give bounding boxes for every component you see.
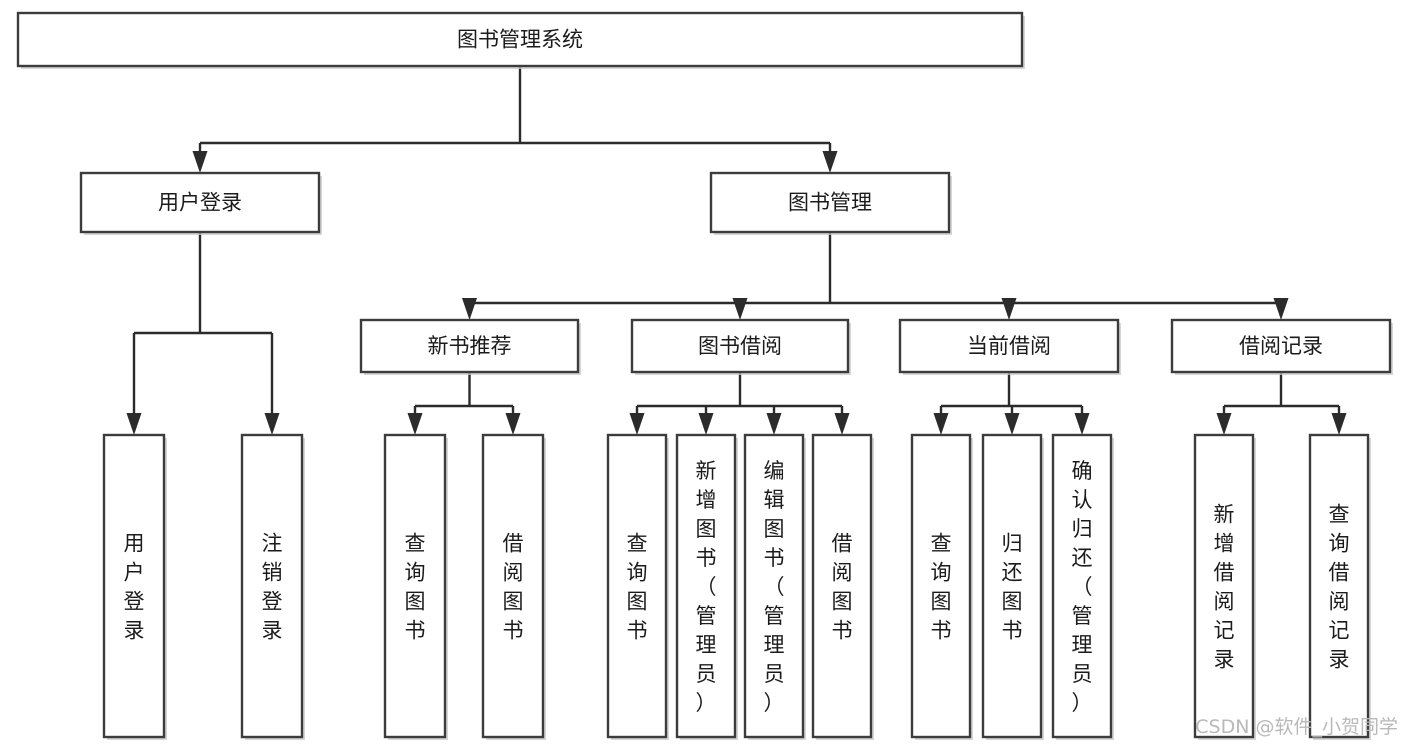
- node-box: [1170, 318, 1392, 374]
- node-n-return-book[interactable]: 归还图书: [981, 433, 1044, 740]
- connector-arrow-icon: [1273, 298, 1289, 320]
- node-label: 查询借阅记录: [1329, 503, 1350, 672]
- node-box: [981, 433, 1043, 739]
- connector-arrow-icon: [698, 413, 714, 435]
- node-n-user-logout[interactable]: 注销登录: [240, 433, 305, 740]
- node-label: 用户登录: [158, 191, 242, 215]
- connector-arrow-icon: [834, 413, 850, 435]
- node-box: [240, 433, 304, 739]
- node-box: [359, 318, 580, 374]
- node-label: 查询图书: [627, 532, 648, 643]
- node-n-root[interactable]: 图书管理系统: [16, 11, 1025, 69]
- node-n-borrow-record[interactable]: 借阅记录: [1170, 318, 1393, 375]
- node-label: 确认归还（管理员）: [1072, 459, 1093, 715]
- node-label: 图书管理系统: [457, 28, 583, 52]
- node-n-add-book-admin[interactable]: 新增图书（管理员）: [675, 433, 738, 740]
- node-box: [481, 433, 545, 739]
- connector-arrow-icon: [462, 298, 477, 320]
- node-n-query-book-1[interactable]: 查询图书: [383, 433, 448, 740]
- node-label: 新增图书（管理员）: [696, 459, 717, 715]
- node-label: 新增借阅记录: [1214, 503, 1235, 672]
- connector-arrow-icon: [1216, 413, 1232, 435]
- node-box: [630, 318, 850, 374]
- node-n-query-borrow-record[interactable]: 查询借阅记录: [1308, 433, 1371, 740]
- node-box: [898, 318, 1120, 374]
- node-n-confirm-return-admin[interactable]: 确认归还（管理员）: [1051, 433, 1114, 740]
- node-label: 图书管理: [788, 191, 872, 215]
- node-n-book-borrow[interactable]: 图书借阅: [630, 318, 851, 375]
- node-n-book-manage[interactable]: 图书管理: [709, 171, 952, 235]
- node-label: 当前借阅: [967, 334, 1051, 358]
- watermark-layer: CSDN @软件_小贺同学: [1195, 716, 1398, 738]
- node-label: 借阅图书: [832, 532, 853, 643]
- node-box: [16, 11, 1024, 68]
- connector-arrow-icon: [505, 413, 521, 435]
- connector-arrow-icon: [264, 413, 280, 435]
- node-n-new-book-rec[interactable]: 新书推荐: [359, 318, 581, 375]
- connector-arrow-icon: [732, 298, 748, 320]
- watermark: CSDN @软件_小贺同学: [1195, 716, 1398, 738]
- node-n-borrow-book-1[interactable]: 借阅图书: [481, 433, 546, 740]
- connector-arrow-icon: [822, 151, 838, 173]
- connector-arrow-icon: [1001, 298, 1017, 320]
- node-n-edit-book-admin[interactable]: 编辑图书（管理员）: [743, 433, 806, 740]
- node-label: 新书推荐: [428, 334, 512, 358]
- node-label: 注销登录: [262, 532, 283, 643]
- node-box: [709, 171, 951, 234]
- node-label: 查询图书: [931, 532, 952, 643]
- node-n-query-book-2[interactable]: 查询图书: [606, 433, 669, 740]
- connector-arrow-icon: [192, 151, 208, 173]
- connector-arrow-icon: [1004, 413, 1020, 435]
- node-box: [79, 171, 321, 234]
- connector-layer: [126, 66, 1347, 435]
- node-n-query-book-3[interactable]: 查询图书: [910, 433, 973, 740]
- node-n-user-login[interactable]: 用户登录: [79, 171, 322, 235]
- node-box: [743, 433, 805, 739]
- node-label: 用户登录: [124, 532, 145, 643]
- node-box: [1308, 433, 1370, 739]
- node-box: [675, 433, 737, 739]
- node-box: [1051, 433, 1113, 739]
- node-box: [811, 433, 873, 739]
- node-label: 查询图书: [405, 532, 426, 643]
- node-box: [606, 433, 668, 739]
- connector-arrow-icon: [766, 413, 782, 435]
- connector-arrow-icon: [126, 413, 142, 435]
- connector-arrow-icon: [407, 413, 423, 435]
- connector-arrow-icon: [629, 413, 645, 435]
- node-label: 借阅图书: [503, 532, 524, 643]
- node-n-current-borrow[interactable]: 当前借阅: [898, 318, 1121, 375]
- connector-arrow-icon: [933, 413, 949, 435]
- node-n-user-login-do[interactable]: 用户登录: [102, 433, 167, 740]
- node-layer: 图书管理系统用户登录用户登录注销登录图书管理新书推荐查询图书借阅图书图书借阅查询…: [16, 11, 1393, 740]
- node-n-add-borrow-record[interactable]: 新增借阅记录: [1193, 433, 1256, 740]
- node-box: [102, 433, 166, 739]
- node-box: [910, 433, 972, 739]
- connector-arrow-icon: [1331, 413, 1347, 435]
- node-box: [383, 433, 447, 739]
- connector-arrow-icon: [1074, 413, 1090, 435]
- node-box: [1193, 433, 1255, 739]
- node-label: 图书借阅: [698, 334, 782, 358]
- node-label: 归还图书: [1002, 532, 1023, 643]
- node-label: 借阅记录: [1239, 334, 1323, 358]
- node-n-borrow-book-2[interactable]: 借阅图书: [811, 433, 874, 740]
- node-label: 编辑图书（管理员）: [764, 459, 785, 715]
